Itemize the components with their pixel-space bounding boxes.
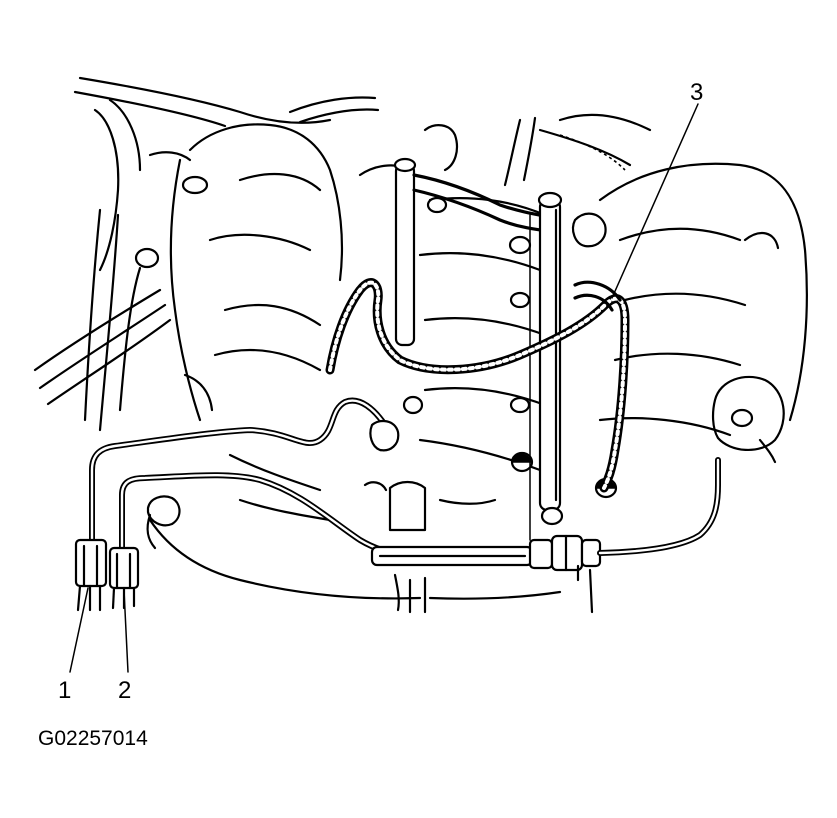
callout-2-label: 2 xyxy=(118,677,131,704)
leader-line-2 xyxy=(123,589,129,673)
engine-background xyxy=(33,76,808,614)
fuel-rail-right xyxy=(510,191,618,541)
leader-line-1 xyxy=(69,587,89,673)
connector-1 xyxy=(74,538,108,588)
fuel-rail-left xyxy=(393,157,557,414)
callout-1-label: 1 xyxy=(58,677,71,704)
return-hose-3 xyxy=(325,278,630,493)
line-end-connectors xyxy=(74,538,140,612)
connector-2 xyxy=(108,546,140,590)
callout-3-label: 3 xyxy=(690,79,703,106)
leader-line-3 xyxy=(611,103,699,299)
leader-lines xyxy=(69,103,699,673)
fuel-lines xyxy=(89,395,721,614)
figure-id: G02257014 xyxy=(38,727,148,750)
